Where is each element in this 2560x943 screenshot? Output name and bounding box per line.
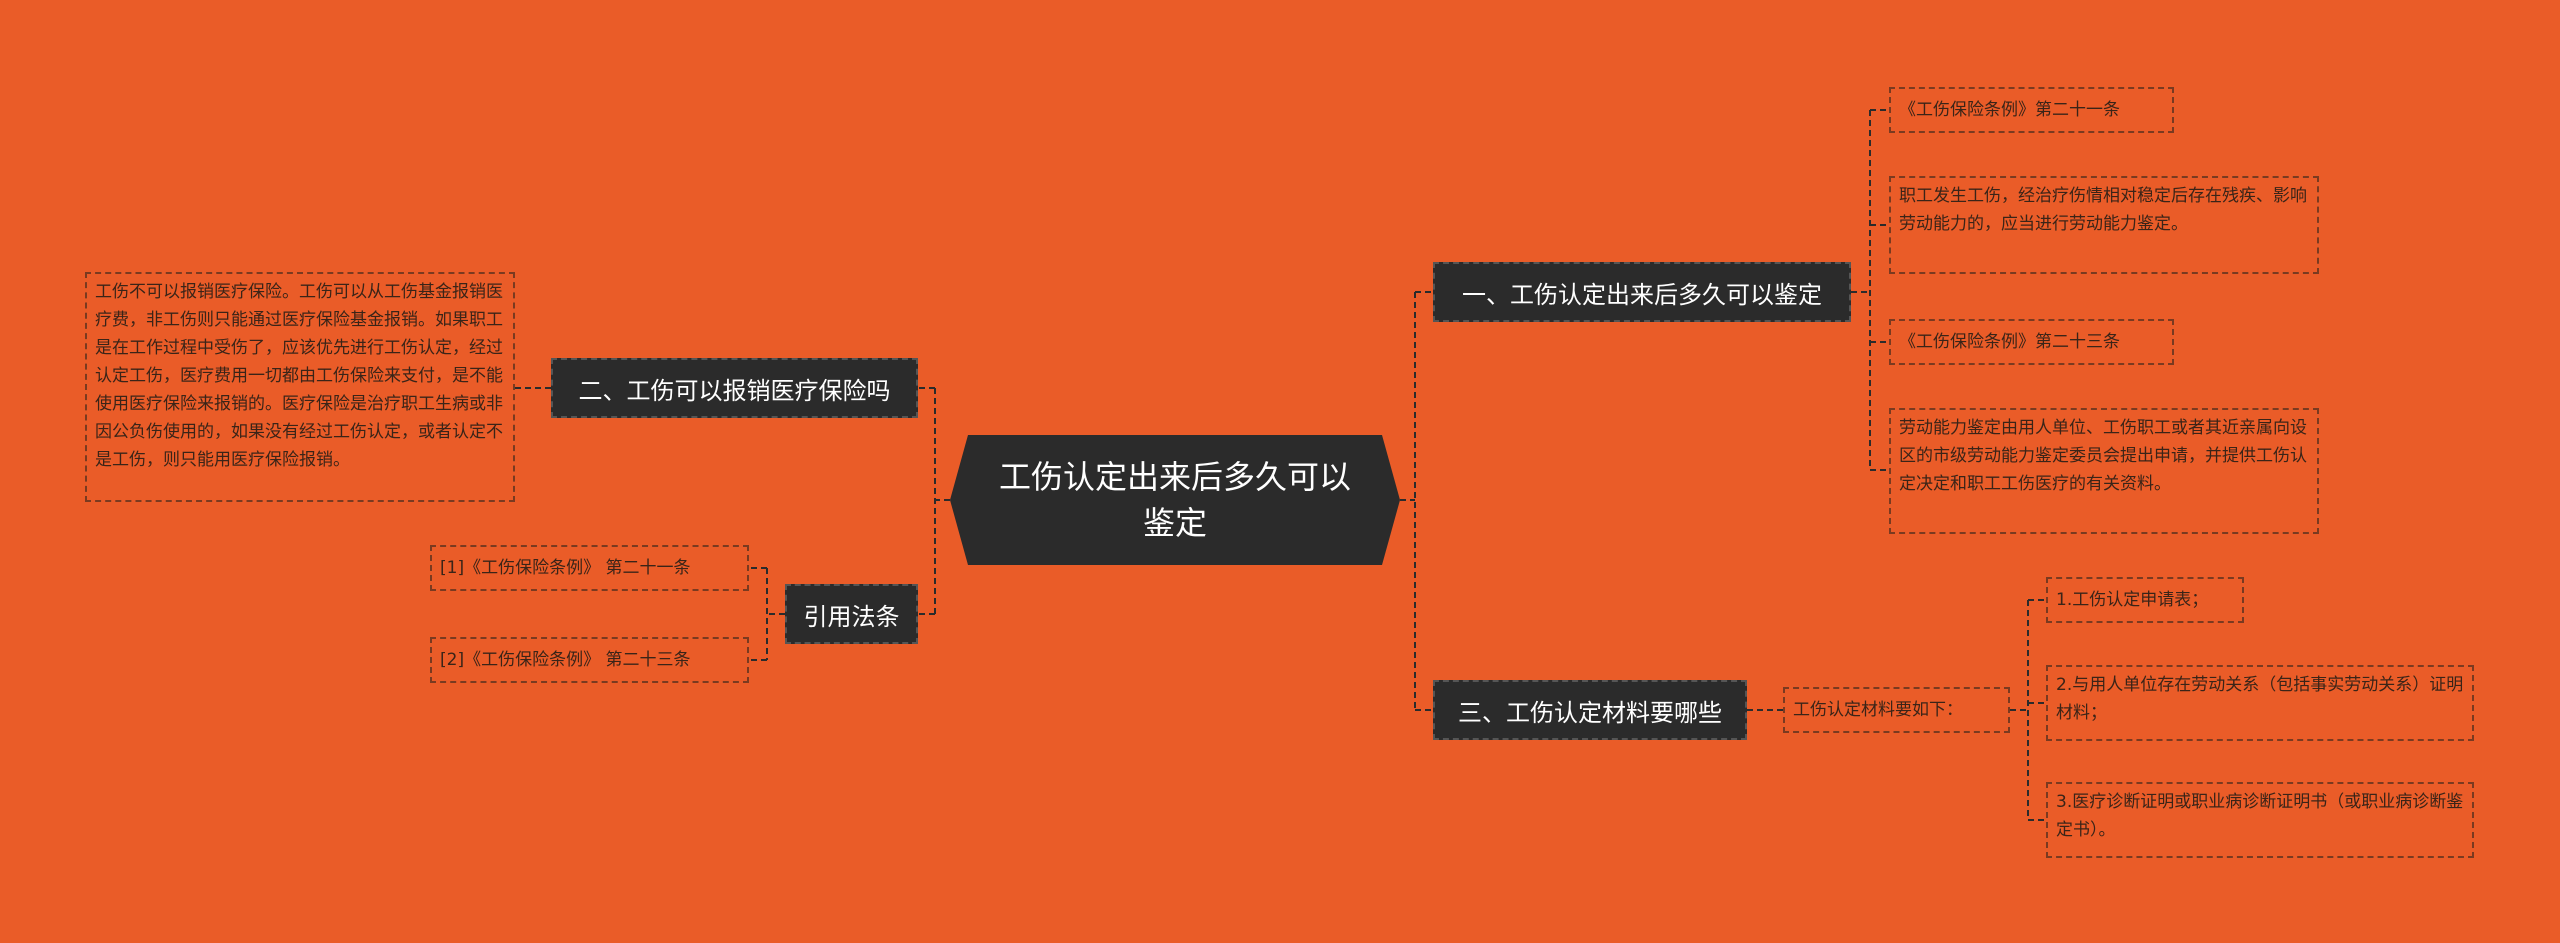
leaf-b2-1[interactable]: 工伤不可以报销医疗保险。工伤可以从工伤基金报销医疗费，非工伤则只能通过医疗保险基… xyxy=(85,272,515,502)
leaf-ref-2[interactable]: [2]《工伤保险条例》 第二十三条 xyxy=(430,637,749,683)
leaf-b1-4-text: 劳动能力鉴定由用人单位、工伤职工或者其近亲属向设区的市级劳动能力鉴定委员会提出申… xyxy=(1899,418,2307,494)
leaf-b3-1-text: 1.工伤认定申请表； xyxy=(2056,590,2209,610)
leaf-b1-2[interactable]: 职工发生工伤，经治疗伤情相对稳定后存在残疾、影响劳动能力的，应当进行劳动能力鉴定… xyxy=(1889,176,2319,274)
leaf-b1-1-text: 《工伤保险条例》第二十一条 xyxy=(1899,100,2120,120)
connector-ref-leaves xyxy=(749,567,785,661)
leaf-b1-1[interactable]: 《工伤保险条例》第二十一条 xyxy=(1889,87,2174,133)
connector-root-left xyxy=(918,387,950,615)
leaf-b3-3[interactable]: 3.医疗诊断证明或职业病诊断证明书（或职业病诊断鉴定书）。 xyxy=(2046,782,2474,858)
branch-3-label: 三、工伤认定材料要哪些 xyxy=(1458,698,1722,727)
branch-2-label: 二、工伤可以报销医疗保险吗 xyxy=(578,376,891,405)
leaf-b3-2[interactable]: 2.与用人单位存在劳动关系（包括事实劳动关系）证明材料； xyxy=(2046,665,2474,741)
leaf-b3-2-text: 2.与用人单位存在劳动关系（包括事实劳动关系）证明材料； xyxy=(2056,675,2464,723)
branch-ref-label: 引用法条 xyxy=(803,602,900,631)
leaf-ref-1-text: [1]《工伤保险条例》 第二十一条 xyxy=(440,558,691,578)
branch-node-2[interactable]: 二、工伤可以报销医疗保险吗 xyxy=(551,358,918,418)
leaf-b1-4[interactable]: 劳动能力鉴定由用人单位、工伤职工或者其近亲属向设区的市级劳动能力鉴定委员会提出申… xyxy=(1889,408,2319,534)
branch-node-ref[interactable]: 引用法条 xyxy=(785,584,918,644)
leaf-b3-1[interactable]: 1.工伤认定申请表； xyxy=(2046,577,2244,623)
leaf-b1-3-text: 《工伤保险条例》第二十三条 xyxy=(1899,332,2120,352)
connector-b1-leaves xyxy=(1851,109,1889,471)
root-title: 工伤认定出来后多久可以鉴定 xyxy=(998,458,1351,542)
leaf-ref-1[interactable]: [1]《工伤保险条例》 第二十一条 xyxy=(430,545,749,591)
connector-mid-leaves xyxy=(2010,599,2046,821)
leaf-b2-1-text: 工伤不可以报销医疗保险。工伤可以从工伤基金报销医疗费，非工伤则只能通过医疗保险基… xyxy=(95,282,503,470)
leaf-b3-3-text: 3.医疗诊断证明或职业病诊断证明书（或职业病诊断鉴定书）。 xyxy=(2056,792,2464,840)
leaf-b1-2-text: 职工发生工伤，经治疗伤情相对稳定后存在残疾、影响劳动能力的，应当进行劳动能力鉴定… xyxy=(1899,186,2307,234)
connector-root-right xyxy=(1400,291,1433,711)
root-node[interactable]: 工伤认定出来后多久可以鉴定 xyxy=(950,435,1400,565)
leaf-b3-mid-text: 工伤认定材料要如下： xyxy=(1793,700,1963,720)
branch-1-label: 一、工伤认定出来后多久可以鉴定 xyxy=(1462,280,1822,309)
leaf-b3-mid[interactable]: 工伤认定材料要如下： xyxy=(1783,687,2010,733)
branch-node-1[interactable]: 一、工伤认定出来后多久可以鉴定 xyxy=(1433,262,1851,322)
leaf-ref-2-text: [2]《工伤保险条例》 第二十三条 xyxy=(440,650,691,670)
branch-node-3[interactable]: 三、工伤认定材料要哪些 xyxy=(1433,680,1747,740)
leaf-b1-3[interactable]: 《工伤保险条例》第二十三条 xyxy=(1889,319,2174,365)
